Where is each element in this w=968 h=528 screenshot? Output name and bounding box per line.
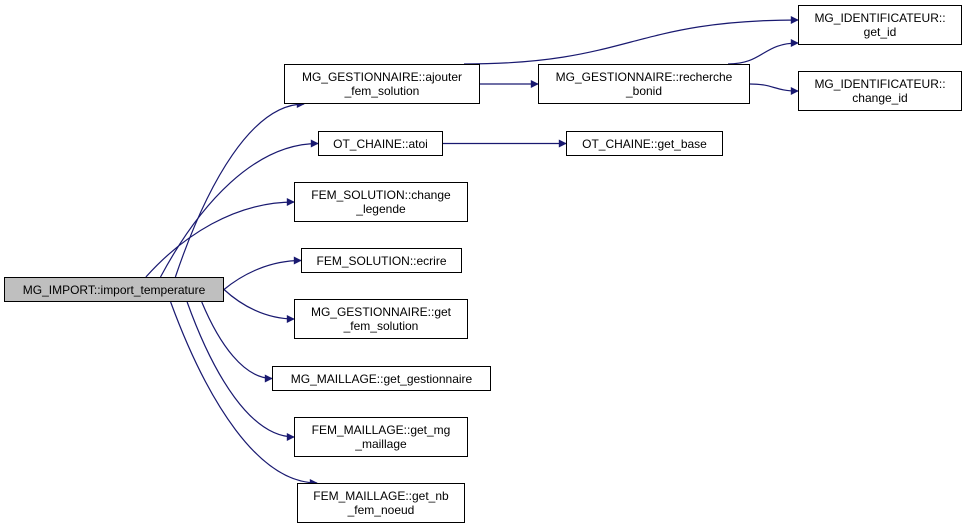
edge-ajouter-to-get_id bbox=[463, 16, 799, 65]
node-fem-solution-ecrire[interactable]: FEM_SOLUTION::ecrire bbox=[301, 248, 462, 273]
node-mg-import-import-temperature[interactable]: MG_IMPORT::import_temperature bbox=[4, 277, 224, 302]
node-label: FEM_SOLUTION::change _legende bbox=[311, 188, 451, 216]
node-label: MG_IDENTIFICATEUR:: change_id bbox=[814, 77, 946, 105]
edge-root-to-change_legende bbox=[145, 198, 295, 278]
node-mg-identificateur-change-id[interactable]: MG_IDENTIFICATEUR:: change_id bbox=[798, 71, 962, 111]
node-label: MG_GESTIONNAIRE::get _fem_solution bbox=[310, 305, 452, 333]
node-fem-maillage-get-mg-maillage[interactable]: FEM_MAILLAGE::get_mg _maillage bbox=[294, 417, 468, 457]
node-mg-maillage-get-gestionnaire[interactable]: MG_MAILLAGE::get_gestionnaire bbox=[272, 366, 491, 391]
node-fem-maillage-get-nb-fem-noeud[interactable]: FEM_MAILLAGE::get_nb _fem_noeud bbox=[297, 483, 465, 523]
node-ot-chaine-atoi[interactable]: OT_CHAINE::atoi bbox=[318, 131, 443, 156]
node-label: OT_CHAINE::atoi bbox=[333, 136, 428, 151]
edge-root-to-get_gestionnaire bbox=[201, 301, 273, 383]
node-mg-gestionnaire-ajouter-fem-solution[interactable]: MG_GESTIONNAIRE::ajouter _fem_solution bbox=[284, 64, 480, 104]
node-mg-gestionnaire-recherche-bonid[interactable]: MG_GESTIONNAIRE::recherche _bonid bbox=[538, 64, 750, 104]
node-label: FEM_SOLUTION::ecrire bbox=[316, 253, 447, 268]
node-label: FEM_MAILLAGE::get_nb _fem_noeud bbox=[313, 489, 449, 517]
node-label: OT_CHAINE::get_base bbox=[582, 136, 707, 151]
edge-root-to-ecrire bbox=[223, 256, 302, 290]
edge-recherche-to-change_id bbox=[749, 83, 799, 95]
node-label: MG_MAILLAGE::get_gestionnaire bbox=[290, 371, 473, 386]
edge-recherche-to-get_id bbox=[727, 39, 799, 65]
edge-root-to-get_fem_solution bbox=[223, 289, 295, 323]
node-mg-identificateur-get-id[interactable]: MG_IDENTIFICATEUR:: get_id bbox=[798, 5, 962, 45]
node-label: MG_IMPORT::import_temperature bbox=[22, 282, 206, 297]
edge-root-to-get_nb_fem_noeud bbox=[170, 301, 318, 487]
edge-root-to-atoi bbox=[159, 139, 319, 278]
node-label: MG_GESTIONNAIRE::ajouter _fem_solution bbox=[301, 70, 463, 98]
node-label: FEM_MAILLAGE::get_mg _maillage bbox=[311, 423, 451, 451]
edge-root-to-get_mg_maillage bbox=[186, 301, 295, 441]
edge-root-to-ajouter bbox=[174, 100, 305, 278]
node-mg-gestionnaire-get-fem-solution[interactable]: MG_GESTIONNAIRE::get _fem_solution bbox=[294, 299, 468, 339]
node-ot-chaine-get-base[interactable]: OT_CHAINE::get_base bbox=[566, 131, 723, 156]
node-fem-solution-change-legende[interactable]: FEM_SOLUTION::change _legende bbox=[294, 182, 468, 222]
node-label: MG_GESTIONNAIRE::recherche _bonid bbox=[555, 70, 733, 98]
node-label: MG_IDENTIFICATEUR:: get_id bbox=[814, 11, 946, 39]
